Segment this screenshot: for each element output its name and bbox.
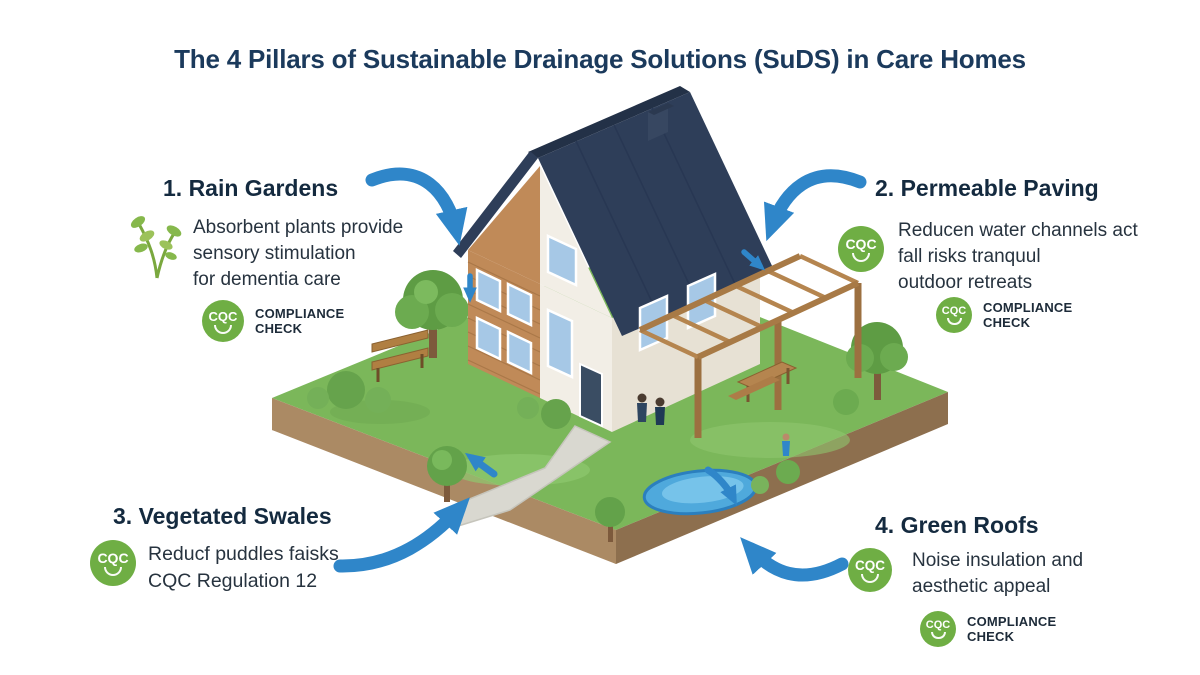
cqc-badge: CQC bbox=[202, 300, 244, 342]
pond-arrow bbox=[704, 466, 737, 506]
chimney-top bbox=[648, 103, 674, 115]
page-title: The 4 Pillars of Sustainable Drainage So… bbox=[174, 44, 1026, 74]
pillar-4-heading: 4. Green Roofs bbox=[875, 512, 1039, 538]
compliance-check-label: COMPLIANCE CHECK bbox=[255, 306, 345, 336]
roof-back bbox=[528, 86, 690, 158]
arrow-vegetated-swales bbox=[333, 497, 470, 573]
pillar-3-badge: CQC bbox=[90, 540, 136, 586]
pillar-4-compliance: CQC COMPLIANCE CHECK bbox=[920, 611, 1056, 647]
pillar-3-heading: 3. Vegetated Swales bbox=[113, 503, 332, 529]
windows bbox=[475, 234, 717, 379]
roof-lines bbox=[575, 107, 737, 320]
pillar-2-badge: CQC bbox=[838, 226, 884, 272]
residents bbox=[637, 393, 790, 456]
care-home-house bbox=[453, 86, 774, 432]
roof-runoff-arrow bbox=[741, 249, 766, 271]
tree bbox=[395, 270, 469, 358]
desc-line: fall risks tranquul bbox=[898, 246, 1041, 267]
picnic-table bbox=[728, 361, 798, 402]
pillar-1-compliance: CQC COMPLIANCE CHECK bbox=[202, 300, 344, 342]
bushes-left bbox=[307, 371, 391, 413]
smile-icon bbox=[946, 318, 962, 325]
desc-line: Absorbent plants provide bbox=[193, 217, 404, 238]
cqc-badge: CQC bbox=[838, 226, 884, 272]
grass-patch bbox=[690, 422, 850, 458]
desc-line: CQC Regulation 12 bbox=[148, 570, 318, 592]
desc-line: for dementia care bbox=[193, 269, 341, 290]
pillar-4-badge: CQC bbox=[848, 548, 892, 592]
smile-icon bbox=[852, 253, 870, 262]
gable-wood bbox=[468, 166, 540, 284]
desc-line: Noise insulation and bbox=[912, 550, 1084, 571]
right-wall bbox=[612, 250, 760, 432]
smile-icon bbox=[861, 573, 879, 583]
arrow-rain-gardens bbox=[365, 167, 468, 246]
pillar-2-heading: 2. Permeable Paving bbox=[875, 175, 1099, 201]
pillar-1-description: Absorbent plants provide sensory stimula… bbox=[193, 215, 403, 293]
pillar-4-description: Noise insulation and aesthetic appeal bbox=[912, 548, 1083, 600]
desc-line: sensory stimulation bbox=[193, 243, 356, 264]
cqc-badge: CQC bbox=[90, 540, 136, 586]
smile-icon bbox=[930, 632, 946, 639]
cqc-badge-label: CQC bbox=[845, 236, 877, 252]
gable-white bbox=[540, 166, 612, 318]
cqc-badge-label: CQC bbox=[941, 305, 967, 317]
smile-icon bbox=[104, 567, 122, 576]
compliance-check-label: COMPLIANCE CHECK bbox=[967, 614, 1057, 644]
cqc-badge-label: CQC bbox=[208, 308, 238, 324]
front-door bbox=[579, 362, 603, 428]
cqc-badge-label: CQC bbox=[925, 619, 951, 631]
cqc-badge-label: CQC bbox=[855, 557, 885, 573]
plant-icon bbox=[130, 216, 182, 279]
garden-bench bbox=[371, 329, 429, 382]
desc-line: Reducen water channels act bbox=[898, 220, 1138, 241]
desc-line: Reducf puddles faisks bbox=[148, 543, 339, 565]
cqc-badge: CQC bbox=[848, 548, 892, 592]
front-greenery bbox=[427, 389, 859, 542]
cqc-badge: CQC bbox=[920, 611, 956, 647]
cqc-badge: CQC bbox=[936, 297, 972, 333]
desc-line: aesthetic appeal bbox=[912, 576, 1051, 597]
pillar-3-description: Reducf puddles faisks CQC Regulation 12 bbox=[148, 541, 339, 595]
arrow-permeable-paving bbox=[763, 169, 867, 242]
pillar-2-description: Reducen water channels act fall risks tr… bbox=[898, 218, 1138, 296]
pillar-1-heading: 1. Rain Gardens bbox=[163, 175, 339, 201]
swale-arrow bbox=[464, 452, 498, 478]
water-flow-arrows bbox=[463, 249, 766, 506]
roof-fascia bbox=[453, 151, 538, 258]
compliance-check-label: COMPLIANCE CHECK bbox=[983, 300, 1073, 330]
pillar-2-compliance: CQC COMPLIANCE CHECK bbox=[936, 297, 1072, 333]
arrow-green-roofs bbox=[740, 537, 849, 582]
cqc-badge-label: CQC bbox=[97, 550, 129, 566]
smile-icon bbox=[214, 324, 232, 334]
callout-arrows bbox=[333, 167, 867, 582]
desc-line: outdoor retreats bbox=[898, 272, 1033, 293]
